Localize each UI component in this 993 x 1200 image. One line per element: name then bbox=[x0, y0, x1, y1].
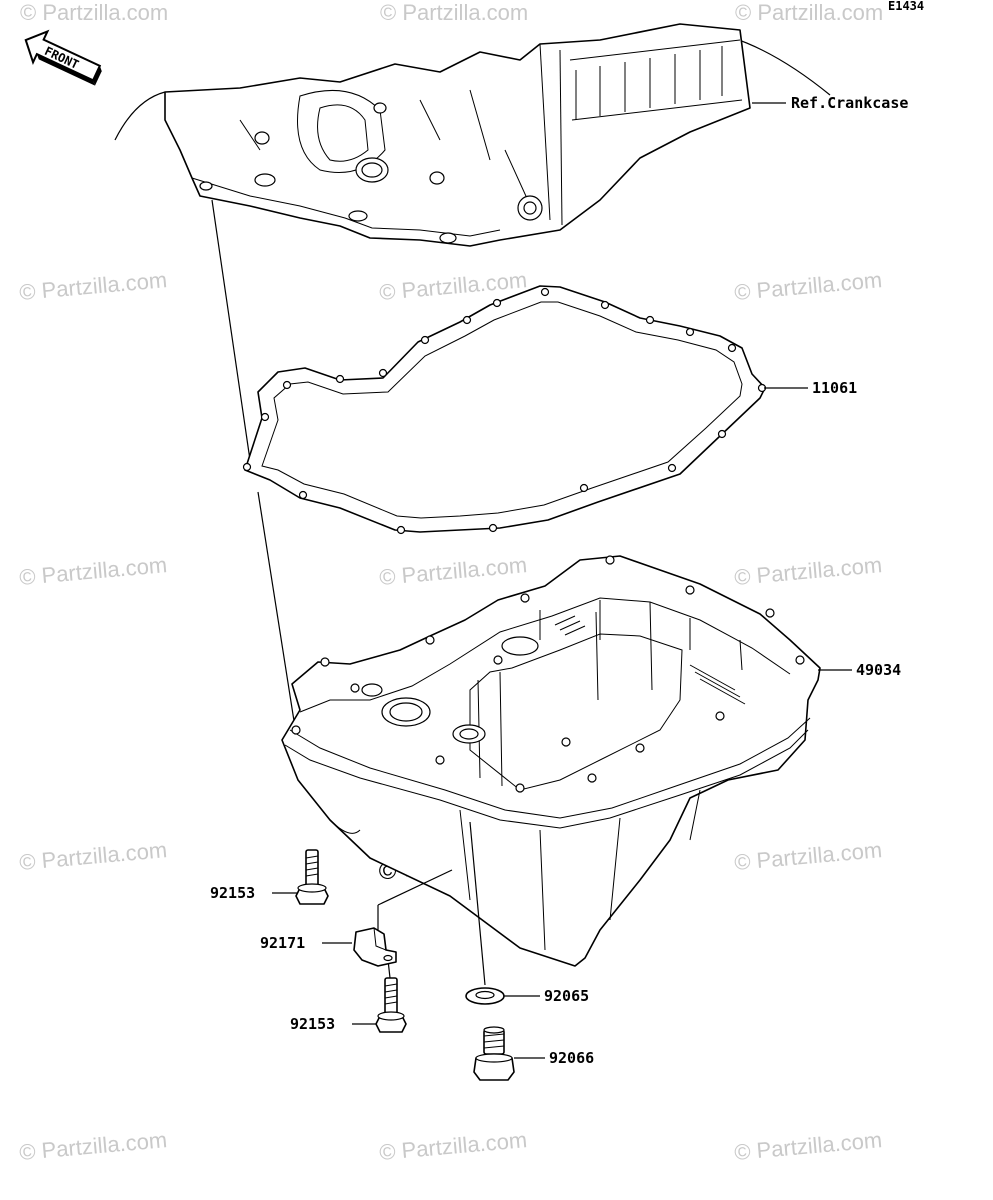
watermark: © Partzilla.com bbox=[18, 1127, 168, 1165]
bolt-lower-drawing bbox=[375, 977, 407, 1033]
assembly-guide-line bbox=[469, 821, 486, 986]
callout-washer: 92065 bbox=[544, 987, 589, 1005]
callout-clamp: 92171 bbox=[260, 934, 305, 952]
watermark: © Partzilla.com bbox=[733, 552, 883, 590]
callout-bolt-lower: 92153 bbox=[290, 1015, 335, 1033]
assembly-guide-line bbox=[257, 491, 298, 741]
drain-plug-drawing bbox=[473, 1026, 515, 1081]
diagram-code: E1434 bbox=[888, 0, 924, 13]
watermark: © Partzilla.com bbox=[20, 0, 168, 25]
watermark: © Partzilla.com bbox=[735, 0, 883, 25]
bolt-upper-drawing bbox=[295, 849, 329, 905]
callout-drain-plug: 92066 bbox=[549, 1049, 594, 1067]
callout-gasket: 11061 bbox=[812, 379, 857, 397]
oil-pan-drawing bbox=[281, 555, 821, 967]
callout-bolt-upper: 92153 bbox=[210, 884, 255, 902]
watermark: © Partzilla.com bbox=[18, 552, 168, 590]
clamp-drawing bbox=[353, 927, 397, 967]
crankcase-drawing bbox=[114, 23, 831, 247]
watermark: © Partzilla.com bbox=[733, 837, 883, 875]
callout-oil-pan: 49034 bbox=[856, 661, 901, 679]
watermark: © Partzilla.com bbox=[378, 1127, 528, 1165]
gasket-drawing bbox=[242, 285, 767, 535]
assembly-guide-line bbox=[377, 869, 453, 906]
front-arrow-icon: FRONT bbox=[24, 29, 102, 86]
watermark: © Partzilla.com bbox=[18, 837, 168, 875]
washer-drawing bbox=[465, 987, 505, 1005]
watermark: © Partzilla.com bbox=[733, 1127, 883, 1165]
assembly-guide-line bbox=[211, 199, 251, 461]
watermark: © Partzilla.com bbox=[380, 0, 528, 25]
watermark: © Partzilla.com bbox=[378, 552, 528, 590]
callout-ref-crankcase: Ref.Crankcase bbox=[791, 94, 908, 112]
watermark: © Partzilla.com bbox=[733, 267, 883, 305]
watermark: © Partzilla.com bbox=[18, 267, 168, 305]
